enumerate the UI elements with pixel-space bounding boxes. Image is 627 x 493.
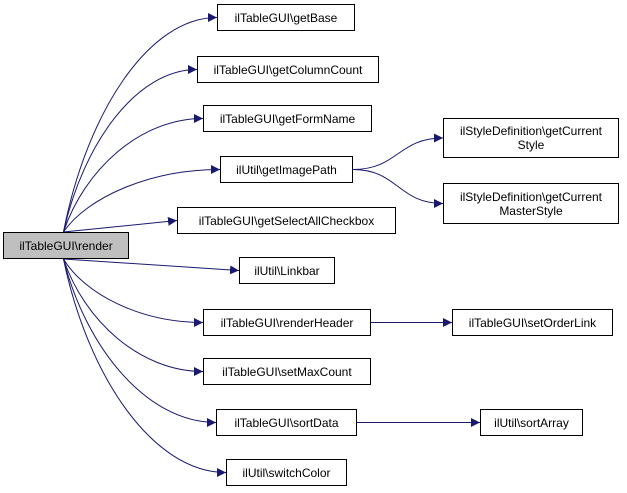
node-label: ilTableGUI\setOrderLink <box>468 315 597 330</box>
node-label: ilTableGUI\getFormName <box>219 111 356 126</box>
node-label-line2: MasterStyle <box>499 203 563 218</box>
node-setmaxcount[interactable]: ilTableGUI\setMaxCount <box>203 358 371 385</box>
node-label: ilTableGUI\renderHeader <box>220 315 354 330</box>
node-setorderlink[interactable]: ilTableGUI\setOrderLink <box>452 309 613 336</box>
node-getcurrentstyle[interactable]: ilStyleDefinition\getCurrent Style <box>443 118 619 158</box>
node-label: ilTableGUI\render <box>19 238 113 253</box>
node-label: ilUtil\sortArray <box>494 415 569 430</box>
edge-render-to-getSelectAllCheckbox <box>63 216 178 233</box>
node-switchcolor[interactable]: ilUtil\switchColor <box>226 459 347 486</box>
edge-render-to-sortData <box>62 258 217 427</box>
edge-render-to-switchColor <box>62 258 227 477</box>
node-getselectallcheckbox[interactable]: ilTableGUI\getSelectAllCheckbox <box>177 207 396 234</box>
node-label: ilTableGUI\getColumnCount <box>213 62 363 77</box>
node-getcurrentmasterstyle[interactable]: ilStyleDefinition\getCurrent MasterStyle <box>443 183 619 224</box>
node-sortarray[interactable]: ilUtil\sortArray <box>480 409 583 436</box>
edge-render-to-getImagePath <box>63 165 221 233</box>
node-sortdata[interactable]: ilTableGUI\sortData <box>216 409 357 436</box>
node-getimagepath[interactable]: ilUtil\getImagePath <box>220 156 353 183</box>
node-label-line2: Style <box>517 138 545 152</box>
node-getcolumncount[interactable]: ilTableGUI\getColumnCount <box>197 56 379 83</box>
edge-render-to-linkbar <box>63 258 240 275</box>
edge-getImagePath-to-getCurrentMasterStyle <box>352 169 444 208</box>
node-label: ilTableGUI\setMaxCount <box>222 364 352 379</box>
edge-render-to-renderHeader <box>63 258 204 327</box>
node-render[interactable]: ilTableGUI\render <box>3 232 129 259</box>
edge-getImagePath-to-getCurrentStyle <box>352 133 444 170</box>
node-label-line1: ilStyleDefinition\getCurrent <box>459 189 603 204</box>
node-renderheader[interactable]: ilTableGUI\renderHeader <box>203 309 371 336</box>
node-label: ilTableGUI\getBase <box>234 10 338 25</box>
node-label: ilTableGUI\getSelectAllCheckbox <box>198 213 375 228</box>
edge-render-to-getColumnCount <box>62 65 198 233</box>
node-label: ilUtil\Linkbar <box>254 263 320 278</box>
node-getformname[interactable]: ilTableGUI\getFormName <box>203 105 372 132</box>
edge-render-to-getFormName <box>63 114 204 233</box>
edge-render-to-getBase <box>62 13 218 233</box>
edge-render-to-setMaxCount <box>63 258 204 376</box>
node-label: ilUtil\getImagePath <box>236 162 337 177</box>
node-label: ilTableGUI\sortData <box>234 415 339 430</box>
node-getbase[interactable]: ilTableGUI\getBase <box>217 4 355 31</box>
node-label: ilUtil\switchColor <box>242 465 331 480</box>
node-linkbar[interactable]: ilUtil\Linkbar <box>239 257 335 284</box>
node-label-line1: ilStyleDefinition\getCurrent <box>459 124 603 138</box>
